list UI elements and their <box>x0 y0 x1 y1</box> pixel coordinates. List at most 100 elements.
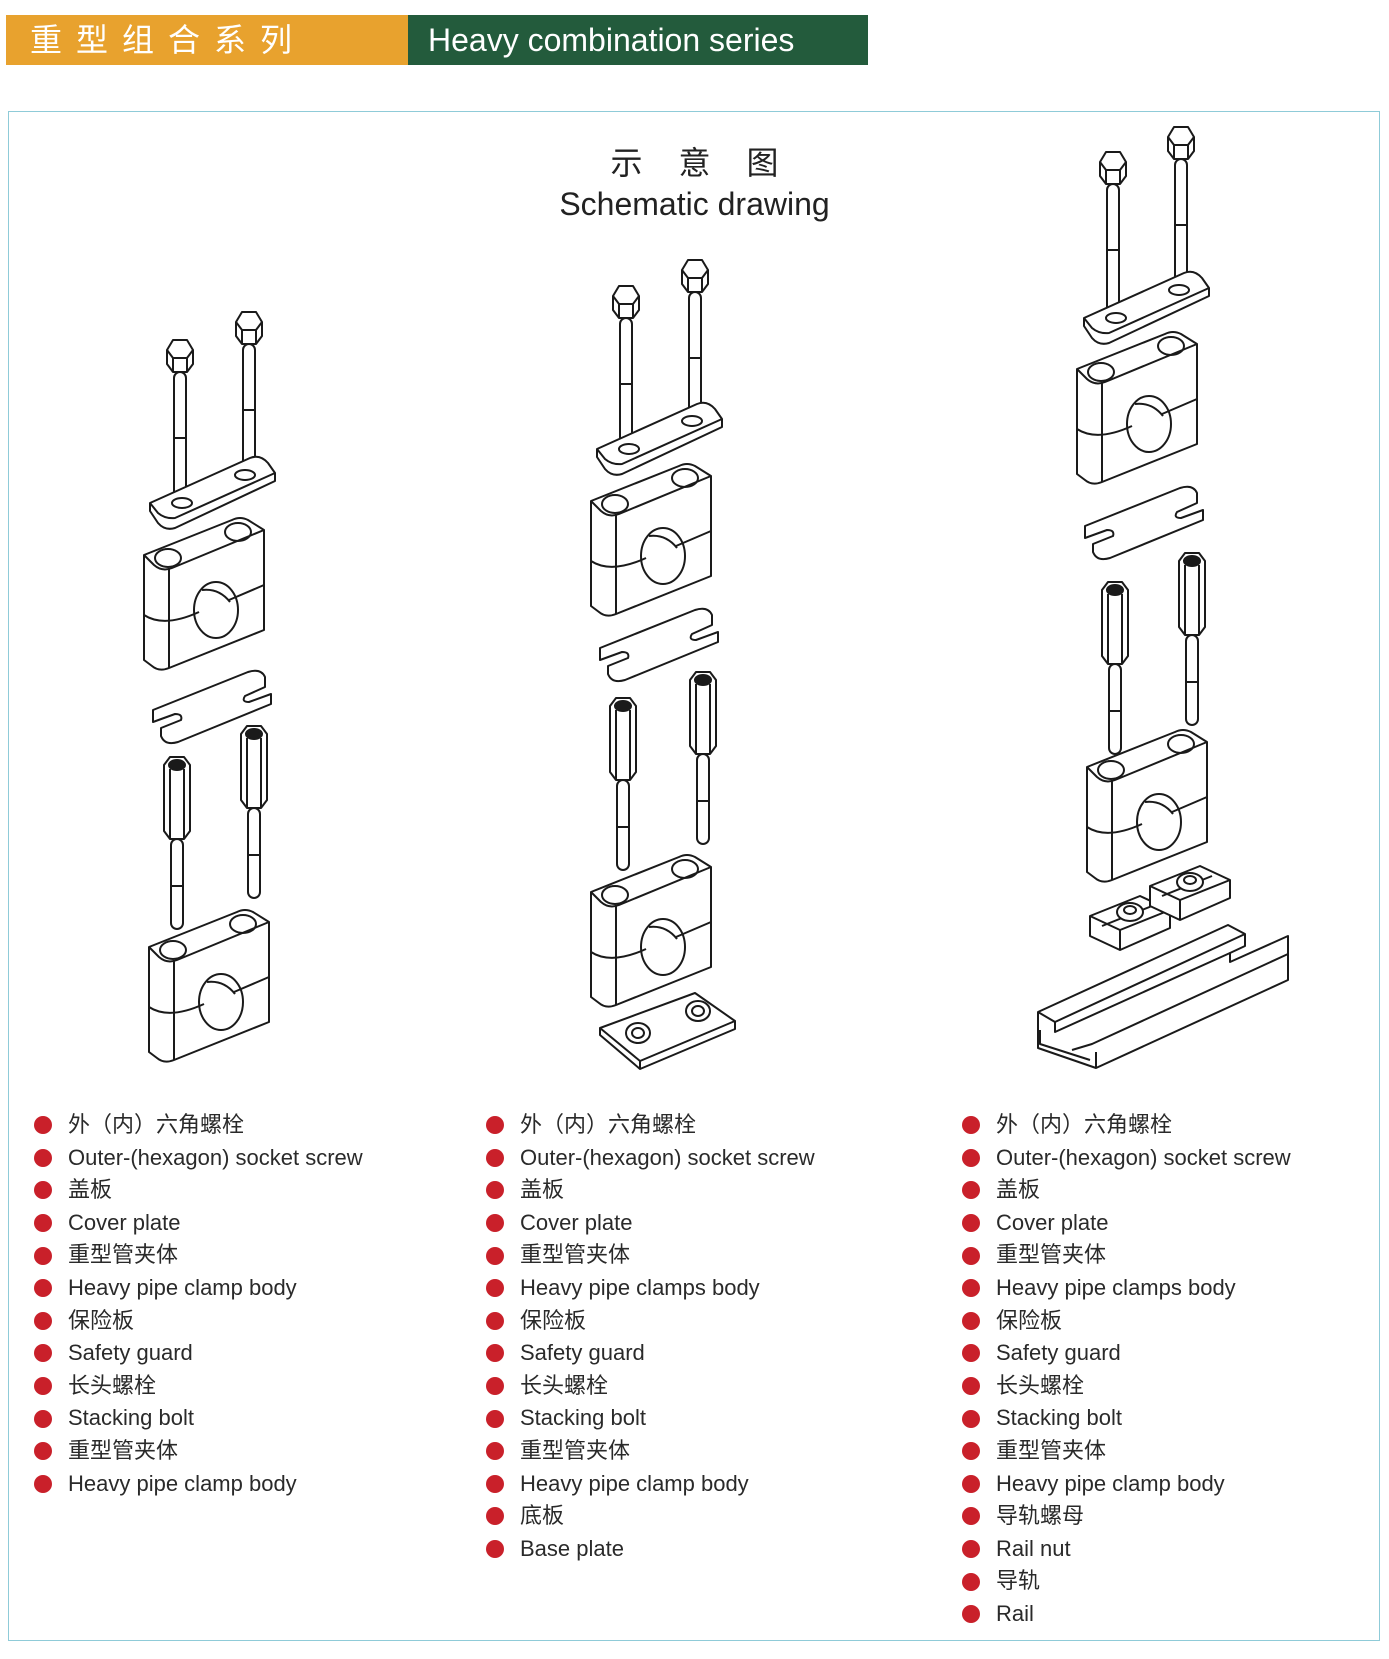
red-dot-icon <box>486 1116 504 1135</box>
legend-item-label: 盖板 <box>996 1177 1041 1203</box>
legend-item-label: Cover plate <box>996 1209 1109 1235</box>
legend-column-2: 外（内）六角螺栓 Outer-(hexagon) socket screw 盖板 Co… <box>486 1109 815 1565</box>
red-dot-icon <box>486 1214 504 1233</box>
column-3-drawing <box>1037 126 1289 1069</box>
legend-item: Cover plate <box>486 1207 815 1240</box>
legend-item: 盖板 <box>34 1174 363 1207</box>
legend-item-label: 重型管夹体 <box>68 1437 179 1463</box>
legend-item-label: Heavy pipe clamps body <box>996 1274 1236 1300</box>
red-dot-icon <box>486 1442 504 1461</box>
red-dot-icon <box>486 1540 504 1559</box>
legend-item-label: 盖板 <box>520 1177 565 1203</box>
legend-column-3: 外（内）六角螺栓 Outer-(hexagon) socket screw 盖板 Co… <box>962 1109 1291 1631</box>
red-dot-icon <box>962 1116 980 1135</box>
legend-item-label: Outer-(hexagon) socket screw <box>996 1144 1291 1170</box>
schematic-title-cn: 示意图 <box>610 144 815 182</box>
legend-item: Stacking bolt <box>486 1402 815 1435</box>
legend-item-label: 盖板 <box>68 1177 113 1203</box>
legend-item: 底板 <box>486 1500 815 1533</box>
legend-item-label: 重型管夹体 <box>68 1242 179 1268</box>
red-dot-icon <box>34 1214 52 1233</box>
legend-item-label: Base plate <box>520 1535 624 1561</box>
red-dot-icon <box>962 1540 980 1559</box>
red-dot-icon <box>34 1148 52 1167</box>
red-dot-icon <box>962 1148 980 1167</box>
legend-item: 保险板 <box>962 1305 1291 1338</box>
red-dot-icon <box>34 1246 52 1265</box>
red-dot-icon <box>486 1377 504 1396</box>
legend-item-label: Cover plate <box>68 1209 181 1235</box>
red-dot-icon <box>486 1409 504 1428</box>
red-dot-icon <box>962 1214 980 1233</box>
legend-item-label: Heavy pipe clamp body <box>996 1470 1225 1496</box>
legend-item: 导轨螺母 <box>962 1500 1291 1533</box>
legend-item: 外（内）六角螺栓 <box>962 1109 1291 1142</box>
legend-item-label: 导轨螺母 <box>996 1503 1085 1529</box>
legend-item: Stacking bolt <box>962 1402 1291 1435</box>
red-dot-icon <box>962 1279 980 1298</box>
red-dot-icon <box>486 1311 504 1330</box>
schematic-title-en: Schematic drawing <box>559 186 830 222</box>
legend-item: Cover plate <box>34 1207 363 1240</box>
legend-item: 重型管夹体 <box>962 1239 1291 1272</box>
legend-item-label: 导轨 <box>996 1568 1041 1594</box>
content-frame <box>8 111 1380 1641</box>
legend-item-label: Heavy pipe clamps body <box>520 1274 760 1300</box>
red-dot-icon <box>962 1409 980 1428</box>
red-dot-icon <box>34 1442 52 1461</box>
legend-item-label: 重型管夹体 <box>996 1437 1107 1463</box>
legend-item: 长头螺栓 <box>34 1370 363 1403</box>
legend-item: Stacking bolt <box>34 1402 363 1435</box>
legend-item-label: 重型管夹体 <box>520 1437 631 1463</box>
red-dot-icon <box>486 1507 504 1526</box>
red-dot-icon <box>486 1246 504 1265</box>
red-dot-icon <box>34 1409 52 1428</box>
legend-item-label: 外（内）六角螺栓 <box>996 1112 1173 1137</box>
red-dot-icon <box>34 1279 52 1298</box>
red-dot-icon <box>34 1181 52 1200</box>
legend-column-1: 外（内）六角螺栓 Outer-(hexagon) socket screw 盖板 Co… <box>34 1109 363 1500</box>
red-dot-icon <box>962 1507 980 1526</box>
legend-item: 保险板 <box>34 1305 363 1338</box>
legend-item: 外（内）六角螺栓 <box>486 1109 815 1142</box>
red-dot-icon <box>486 1148 504 1167</box>
legend-item: 重型管夹体 <box>962 1435 1291 1468</box>
red-dot-icon <box>962 1442 980 1461</box>
legend-item: Heavy pipe clamps body <box>962 1272 1291 1305</box>
legend-item-label: 保险板 <box>68 1307 135 1333</box>
red-dot-icon <box>962 1605 980 1624</box>
red-dot-icon <box>962 1181 980 1200</box>
legend-item: 长头螺栓 <box>486 1370 815 1403</box>
legend-item: Safety guard <box>34 1337 363 1370</box>
legend-item-label: 外（内）六角螺栓 <box>520 1112 697 1137</box>
legend-item-label: Stacking bolt <box>520 1405 646 1431</box>
legend-item-label: Stacking bolt <box>68 1405 194 1431</box>
red-dot-icon <box>962 1377 980 1396</box>
legend-item-label: Stacking bolt <box>996 1405 1122 1431</box>
legend-item: 重型管夹体 <box>486 1239 815 1272</box>
legend-item-label: Heavy pipe clamp body <box>68 1470 297 1496</box>
legend-item: 重型管夹体 <box>34 1435 363 1468</box>
legend-item-label: 长头螺栓 <box>520 1372 609 1398</box>
legend-item: Safety guard <box>486 1337 815 1370</box>
legend-item-label: 保险板 <box>996 1307 1063 1333</box>
legend-item-label: 底板 <box>520 1503 565 1529</box>
legend-item-label: 长头螺栓 <box>996 1372 1085 1398</box>
legend-item: 导轨 <box>962 1565 1291 1598</box>
legend-item-label: 外（内）六角螺栓 <box>68 1112 245 1137</box>
legend-item: Outer-(hexagon) socket screw <box>486 1142 815 1175</box>
legend-item-label: 长头螺栓 <box>68 1372 157 1398</box>
legend-item-label: Heavy pipe clamp body <box>68 1274 297 1300</box>
red-dot-icon <box>962 1344 980 1363</box>
legend-item: 长头螺栓 <box>962 1370 1291 1403</box>
legend-item-label: 重型管夹体 <box>996 1242 1107 1268</box>
red-dot-icon <box>962 1572 980 1591</box>
red-dot-icon <box>34 1344 52 1363</box>
legend-item-label: Outer-(hexagon) socket screw <box>520 1144 815 1170</box>
legend-item: Cover plate <box>962 1207 1291 1240</box>
legend-item: Heavy pipe clamp body <box>486 1468 815 1501</box>
legend-item: 外（内）六角螺栓 <box>34 1109 363 1142</box>
red-dot-icon <box>962 1311 980 1330</box>
legend-item-label: Outer-(hexagon) socket screw <box>68 1144 363 1170</box>
legend-item-label: Heavy pipe clamp body <box>520 1470 749 1496</box>
